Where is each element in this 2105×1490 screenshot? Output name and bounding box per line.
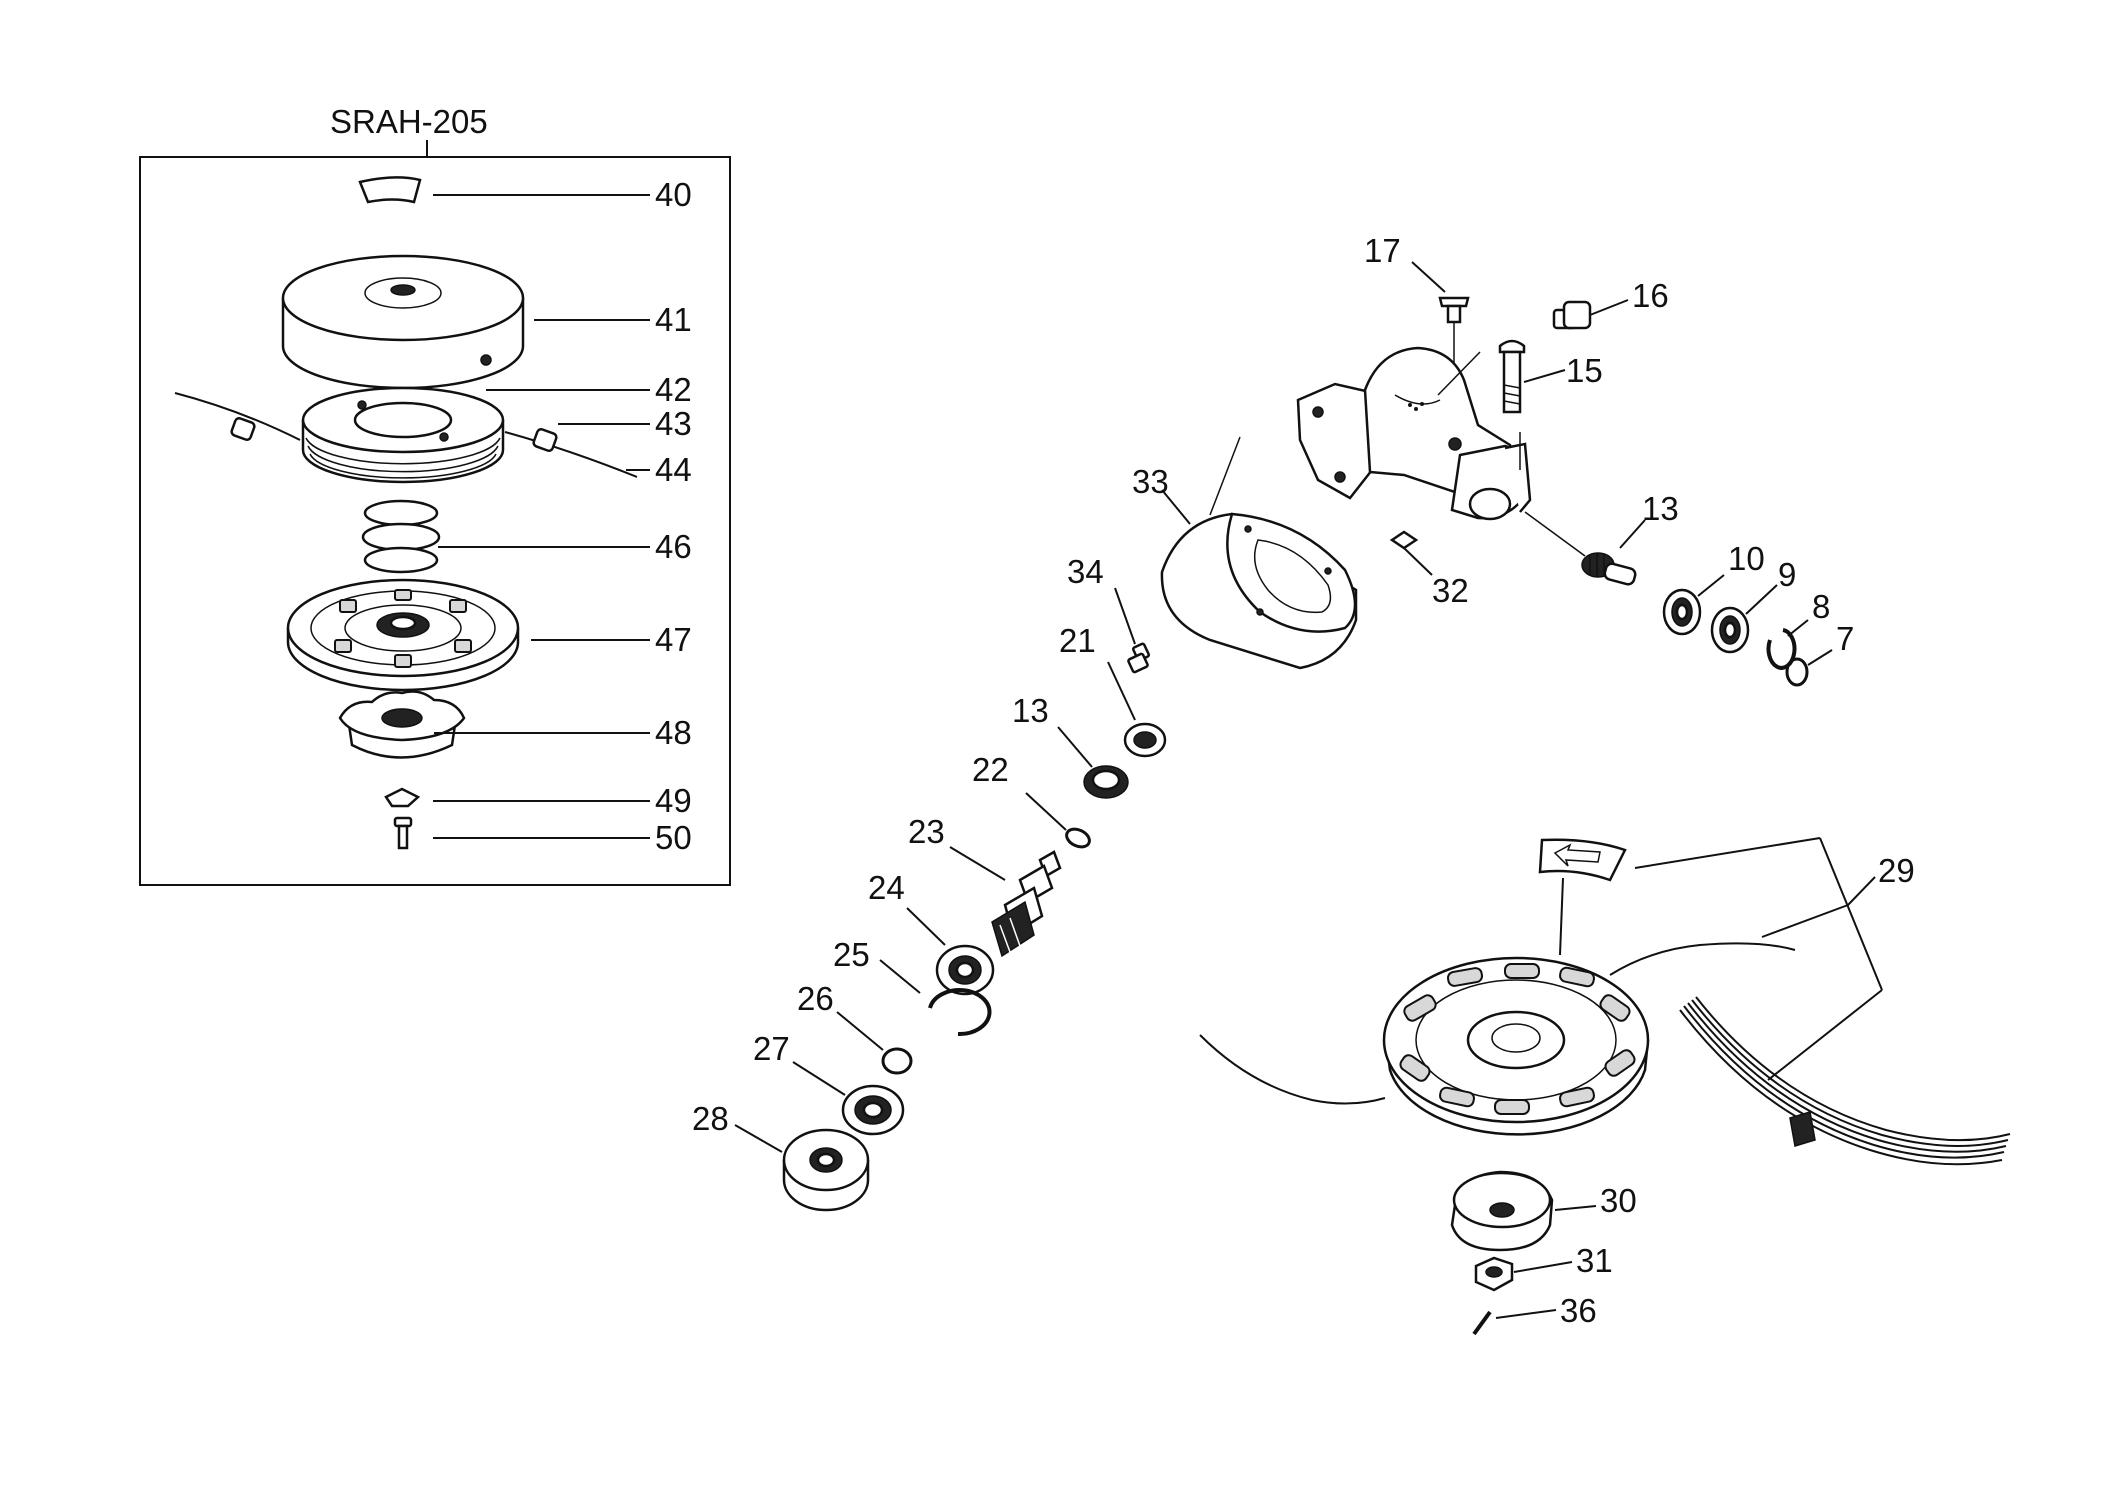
part-32-key [1389, 530, 1419, 550]
label-28: 28 [692, 1100, 729, 1137]
label-43: 43 [655, 405, 692, 442]
label-32: 32 [1432, 572, 1469, 609]
label-13-upper: 13 [1642, 490, 1679, 527]
inset-title: SRAH-205 [330, 103, 488, 140]
label-22: 22 [972, 751, 1009, 788]
part-36-pin [1472, 1310, 1492, 1336]
part-47-base-plate [286, 578, 520, 692]
part-25-circlip [928, 988, 992, 1037]
part-29-cutting-disc [1382, 956, 1650, 1136]
inset-srah-205: SRAH-205 40 41 42 [139, 103, 731, 886]
label-40: 40 [655, 176, 692, 213]
part-43-grommet-left [230, 416, 256, 442]
part-13-pinion-upper [1524, 511, 1637, 586]
part-27-bearing [841, 1084, 905, 1136]
label-21: 21 [1059, 622, 1096, 659]
part-17-screw [1438, 296, 1470, 324]
label-17: 17 [1364, 232, 1401, 269]
part-34-grease-nipple [1127, 642, 1150, 674]
label-15: 15 [1566, 352, 1603, 389]
label-50: 50 [655, 819, 692, 856]
part-30-washer [1450, 1170, 1554, 1252]
part-23-shaft [991, 850, 1062, 958]
part-28-holder [782, 1128, 870, 1212]
gear-housing [1296, 346, 1532, 521]
part-44-line-left [174, 392, 301, 441]
label-31: 31 [1576, 1242, 1613, 1279]
part-44-line-right [504, 431, 638, 478]
part-16-plug [1552, 300, 1592, 330]
part-40-cap [358, 176, 422, 204]
part-10-bearing [1662, 588, 1702, 636]
part-50-bolt [393, 816, 413, 850]
part-13-gear-lower [1083, 765, 1129, 799]
part-7-ring [1785, 657, 1809, 687]
part-48-knob [338, 690, 466, 759]
label-10: 10 [1728, 540, 1765, 577]
label-33: 33 [1132, 463, 1169, 500]
label-24: 24 [868, 869, 905, 906]
label-16: 16 [1632, 277, 1669, 314]
label-44: 44 [655, 451, 692, 488]
part-9-bearing [1710, 606, 1750, 654]
label-47: 47 [655, 621, 692, 658]
part-31-nut [1474, 1256, 1514, 1292]
part-21-bearing [1123, 722, 1167, 758]
gear-head-assembly: 17 16 15 [692, 232, 1854, 1212]
part-29-arrow-plate [1538, 838, 1627, 882]
part-43-grommet-right [532, 427, 558, 453]
part-26-ring [881, 1047, 913, 1075]
part-41-cover [281, 254, 525, 390]
label-42: 42 [655, 371, 692, 408]
label-34: 34 [1067, 553, 1104, 590]
label-9: 9 [1778, 556, 1796, 593]
label-41: 41 [655, 301, 692, 338]
label-29: 29 [1878, 852, 1915, 889]
cutting-head-assembly: 29 [1199, 837, 2011, 1336]
label-7: 7 [1836, 620, 1854, 657]
label-8: 8 [1812, 588, 1830, 625]
label-49: 49 [655, 782, 692, 819]
part-42-spool [301, 386, 505, 484]
label-36: 36 [1560, 1292, 1597, 1329]
label-13-lower: 13 [1012, 692, 1049, 729]
label-27: 27 [753, 1030, 790, 1067]
cutting-line-left [1199, 1034, 1386, 1105]
label-23: 23 [908, 813, 945, 850]
cutting-line-bundle [1679, 996, 2011, 1166]
part-15-bolt [1498, 339, 1526, 414]
part-22-ring [1065, 827, 1091, 849]
part-49-washer [384, 787, 421, 808]
inset-frame [139, 156, 731, 886]
label-46: 46 [655, 528, 692, 565]
part-33-collar [1160, 512, 1358, 670]
part-24-bearing [935, 944, 995, 996]
part-46-spring [361, 499, 441, 574]
label-48: 48 [655, 714, 692, 751]
cutting-line-right [1609, 942, 1796, 976]
label-25: 25 [833, 936, 870, 973]
label-26: 26 [797, 980, 834, 1017]
label-30: 30 [1600, 1182, 1637, 1219]
